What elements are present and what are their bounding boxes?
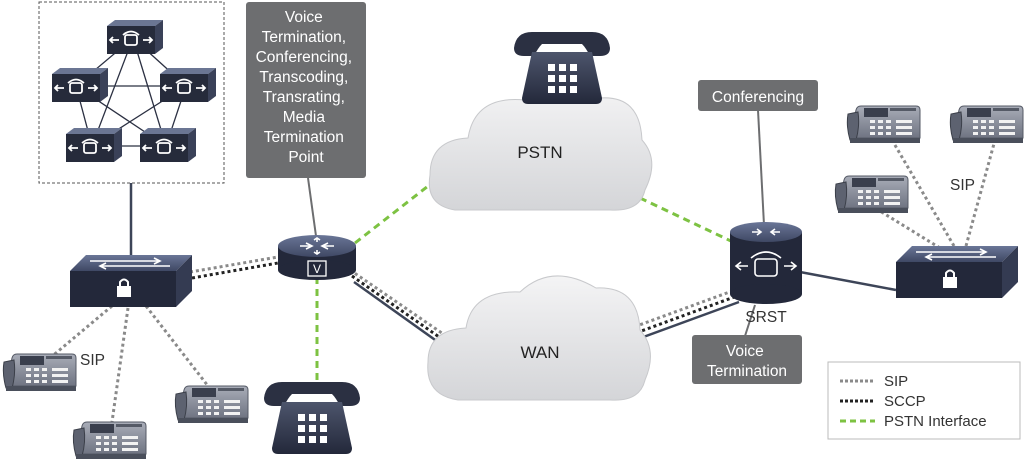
pstn-srst-link <box>639 196 734 244</box>
srst-router <box>730 222 802 304</box>
router-callout-box <box>246 2 366 178</box>
right-sip-link-3 <box>874 206 941 250</box>
switch-router-sip-link <box>189 255 279 274</box>
router-wan-sccp-link <box>351 274 453 348</box>
pstn-label: PSTN <box>517 143 562 162</box>
srst-voice-callout-box <box>692 335 802 384</box>
call-manager-cluster-box <box>38 1 225 184</box>
call-manager-server-1 <box>106 19 164 55</box>
router-badge-label: V <box>313 262 321 276</box>
ip-phone-left-1 <box>2 353 77 392</box>
ip-phone-right-2 <box>949 105 1024 144</box>
sip-link-phone-2 <box>110 307 130 423</box>
wan-srst-sccp-link <box>613 294 738 343</box>
srst-voice-callout-text: Voice Termination <box>707 343 787 380</box>
left-lock-switch <box>69 254 193 308</box>
legend-label-sccp: SCCP <box>884 393 926 410</box>
desk-phone-pstn <box>514 32 610 104</box>
call-manager-server-3 <box>159 67 217 103</box>
right-sip-link-2 <box>964 139 997 247</box>
ip-phone-left-2 <box>174 385 249 424</box>
callout-pointer-conferencing <box>757 109 765 226</box>
wan-label: WAN <box>520 343 559 362</box>
conferencing-callout-text: Conferencing <box>712 89 804 106</box>
legend: SIP SCCP PSTN Interface <box>827 361 1021 440</box>
ip-phone-left-3 <box>72 421 147 460</box>
call-manager-server-5 <box>139 127 197 163</box>
sip-label-right: SIP <box>950 177 975 194</box>
callout-pointer-srst-voice <box>744 304 756 337</box>
router-wan-sip-link <box>349 268 453 342</box>
callout-pointer-router <box>307 177 317 237</box>
srst-switch-link <box>799 270 897 292</box>
wan-srst-sip-link <box>611 288 736 337</box>
right-sip-link-1 <box>890 139 956 247</box>
sip-label-left: SIP <box>80 352 105 369</box>
ip-phone-right-1 <box>846 105 921 144</box>
legend-label-pstn: PSTN Interface <box>884 413 987 430</box>
right-lock-switch <box>895 245 1019 299</box>
legend-label-sip: SIP <box>884 373 908 390</box>
router-pstn-link <box>354 181 433 245</box>
conferencing-callout-box <box>698 80 818 111</box>
call-manager-server-2 <box>51 67 109 103</box>
router-callout-text: Voice Termination, Conferencing, Transco… <box>256 9 357 166</box>
wan-cloud <box>427 275 651 401</box>
switch-router-sccp-link <box>191 261 279 280</box>
sip-link-phone-3 <box>144 305 210 387</box>
call-manager-server-4 <box>65 127 123 163</box>
ip-phone-right-3 <box>834 175 909 214</box>
router-badge <box>307 260 327 277</box>
srst-label: SRST <box>745 309 787 326</box>
sip-link-phone-1 <box>49 304 113 360</box>
desk-phone-bottom <box>264 382 360 454</box>
voice-router <box>278 235 356 280</box>
